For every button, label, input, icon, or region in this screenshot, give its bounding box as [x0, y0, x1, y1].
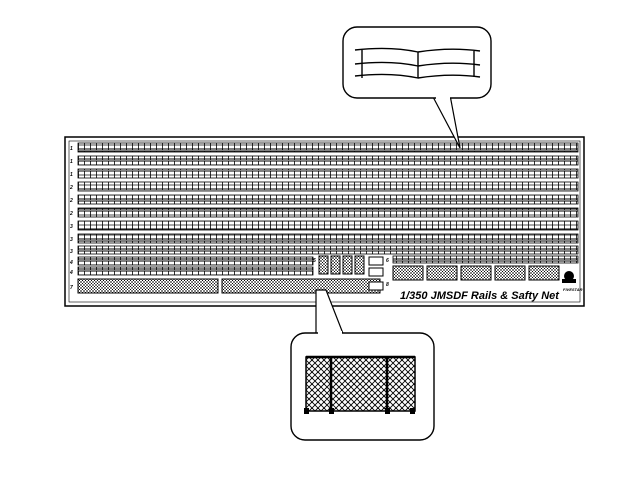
row-number-label: 2: [69, 211, 73, 217]
net-strip: [221, 278, 381, 294]
small-parts-5: [318, 255, 365, 275]
row-number-label: 3: [70, 224, 73, 230]
row-number-label: 4: [69, 270, 73, 276]
part-number-label: 5: [313, 258, 316, 264]
brand-text: FIVESTAR: [563, 287, 583, 292]
brand-logo: [562, 271, 576, 283]
short-rail-strip: [77, 256, 314, 266]
row-number-label: 4: [69, 260, 73, 266]
rail-detail-callout: [342, 26, 492, 149]
rail-rows: [77, 142, 579, 255]
row-number-label: 2: [69, 198, 73, 204]
rail-strip: [77, 245, 579, 255]
rail-strip: [77, 155, 579, 166]
row-number-label: 1: [70, 172, 73, 178]
rail-strip: [77, 142, 579, 153]
row-number-label: 3: [70, 237, 73, 243]
sheet-title: 1/350 JMSDF Rails & Safty Net: [400, 290, 560, 302]
small-parts-6: [368, 256, 384, 291]
rail-strip: [77, 233, 579, 244]
rail-strip: [77, 220, 579, 231]
rail-strip: [77, 194, 579, 205]
row-number-label: 2: [69, 185, 73, 191]
right-rail-strip: [392, 255, 579, 264]
net-detail-callout: [290, 289, 435, 441]
row-number-label: 3: [70, 249, 73, 255]
part-number-label: 8: [386, 282, 389, 288]
row-number-label: 1: [70, 146, 73, 152]
rail-strip: [77, 168, 579, 179]
short-rail-strip: [77, 266, 314, 276]
row-number-label: 1: [70, 159, 73, 165]
row-number-label: 7: [70, 285, 73, 291]
net-strip: [77, 278, 219, 294]
rail-strip: [77, 207, 579, 218]
part-number-label: 6: [386, 258, 389, 264]
rail-strip: [77, 181, 579, 192]
safety-net-panels: [392, 265, 560, 281]
